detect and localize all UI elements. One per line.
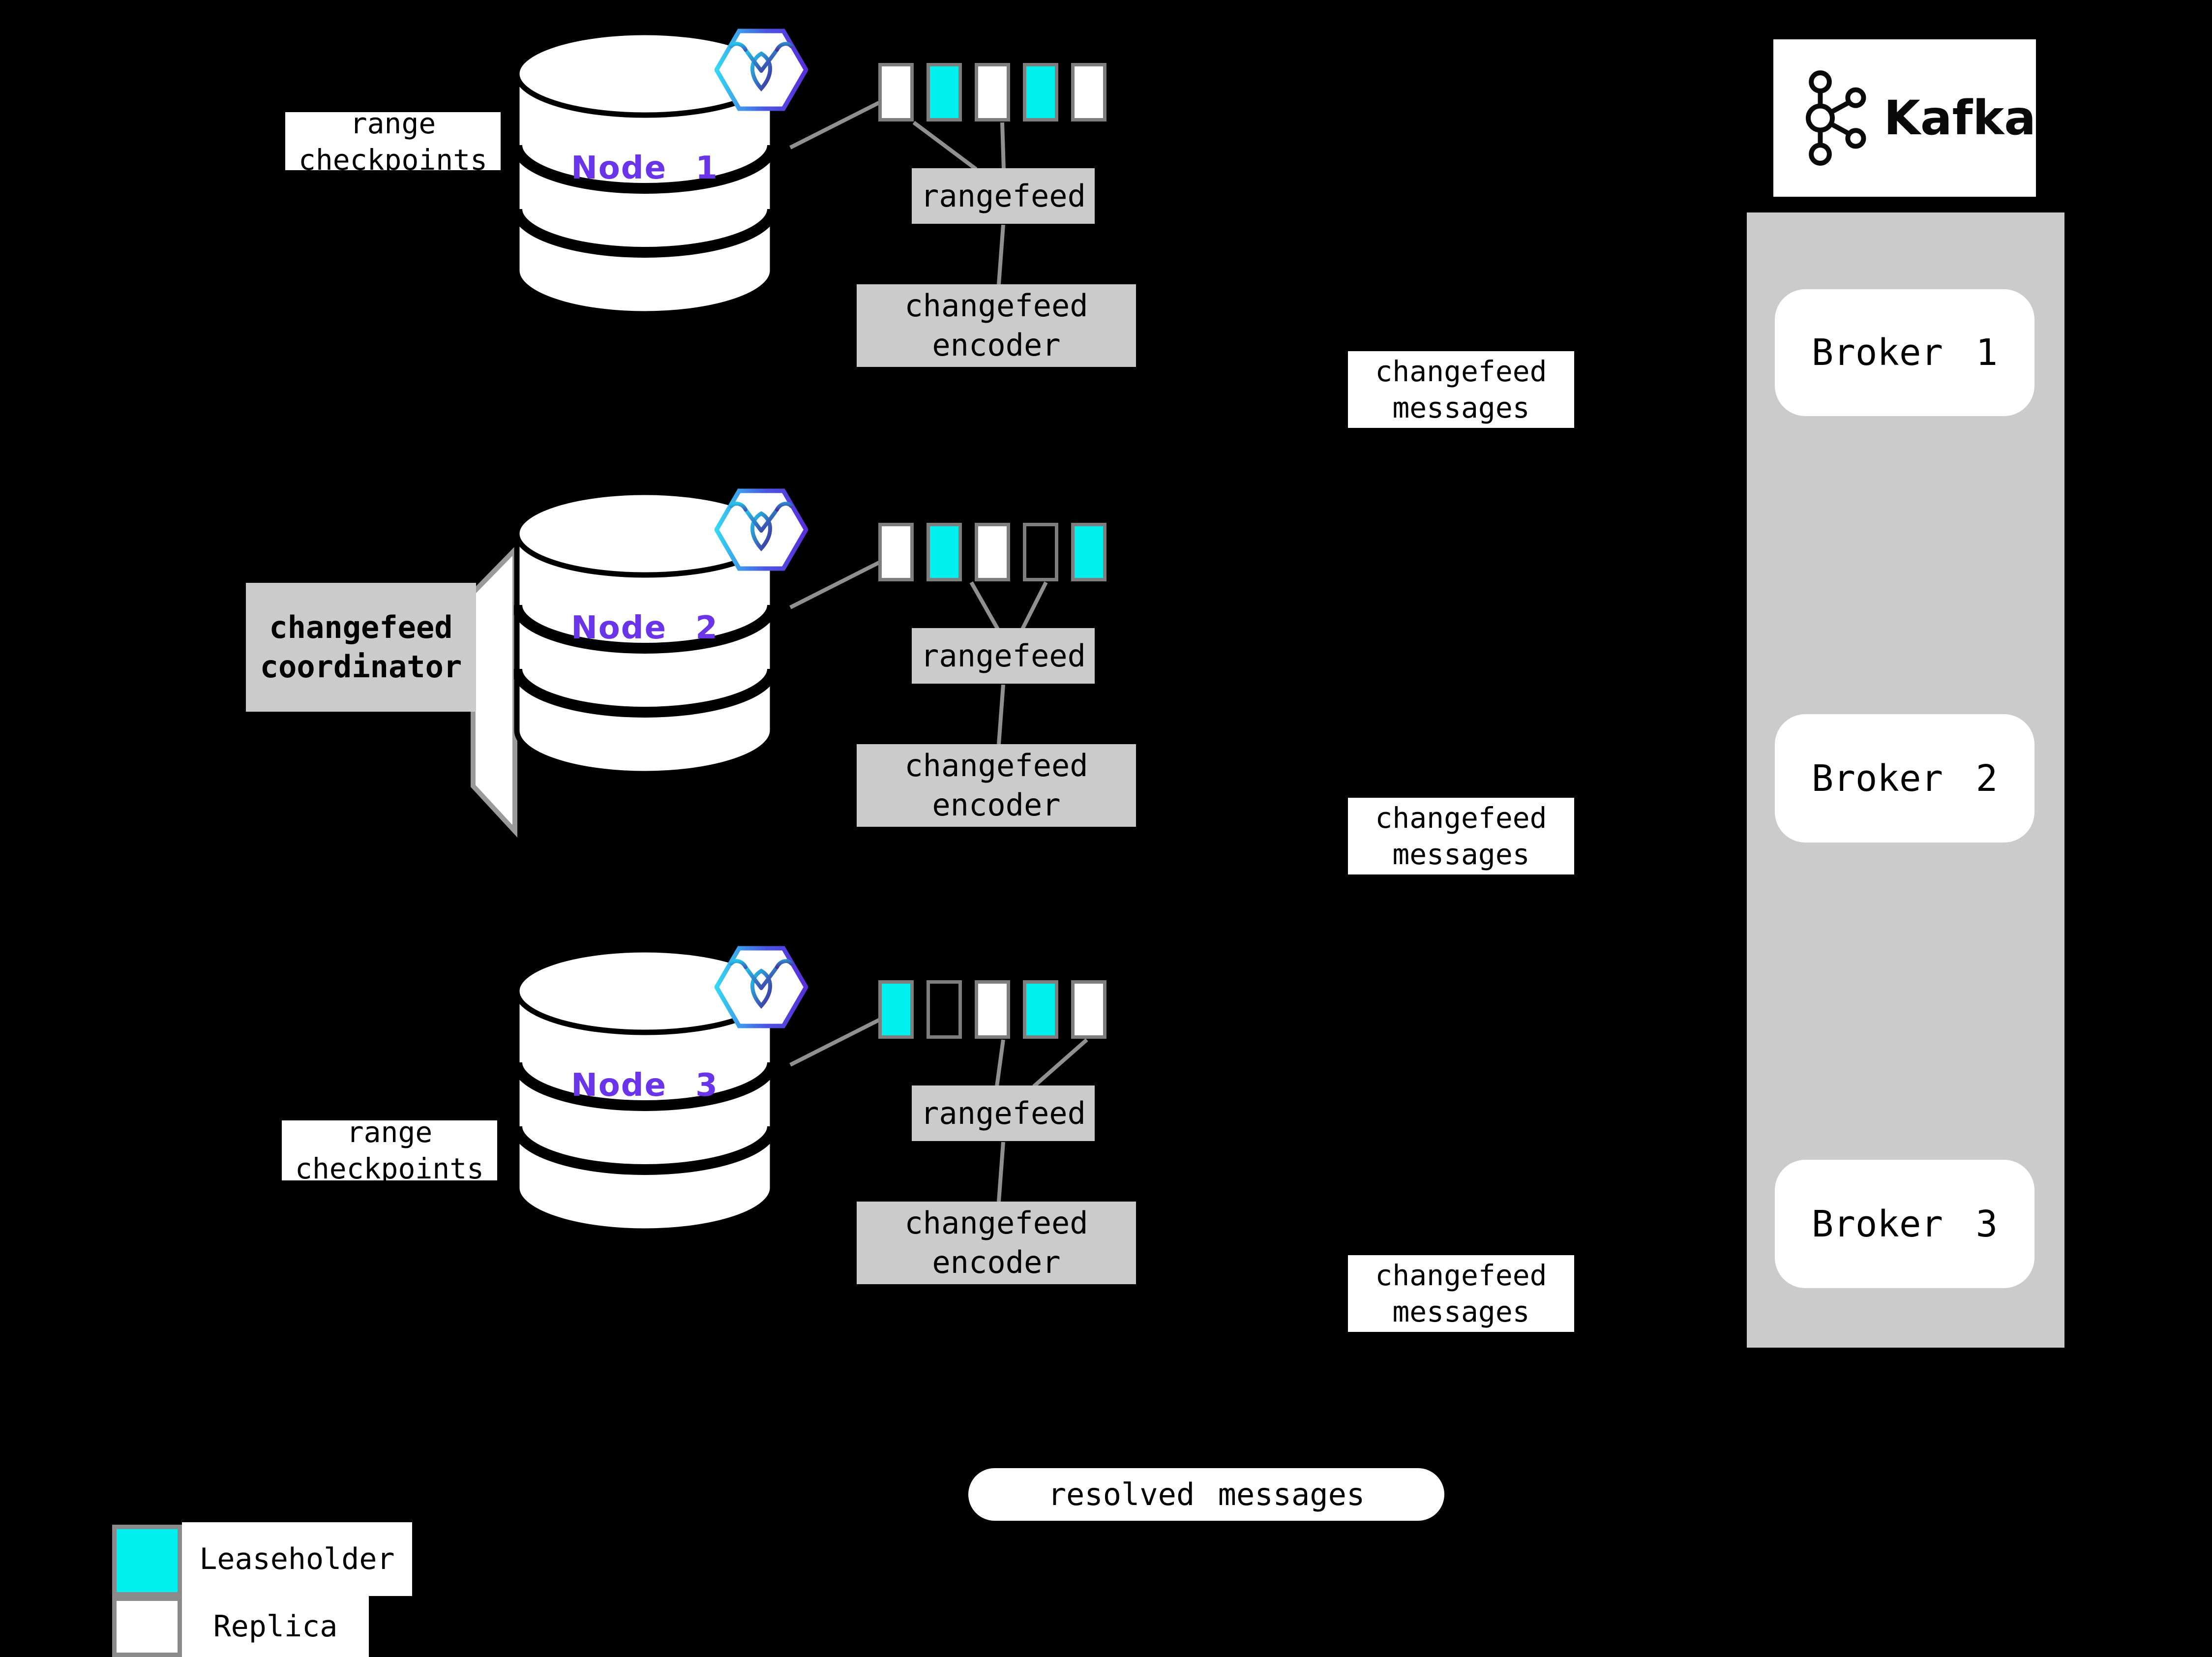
node3-rangefeed-box: rangefeed — [912, 1085, 1095, 1141]
rangefeed-label: rangefeed — [921, 1095, 1086, 1131]
range-box-replica — [975, 63, 1010, 121]
range-box-replica — [878, 63, 914, 121]
messages-line2: messages — [1392, 391, 1530, 424]
gray-connector-lines — [789, 100, 1088, 1202]
range-checkpoints-line1: range — [350, 112, 436, 140]
changefeed-coordinator-label: changefeed coordinator — [246, 583, 476, 712]
broker-3-label: Broker 3 — [1811, 1203, 1998, 1245]
replica-text: Replica — [213, 1609, 338, 1644]
node1-database-cylinder — [514, 30, 776, 317]
node1-changefeed-encoder-box: changefeed encoder — [857, 284, 1136, 367]
coordinator-flag-shape — [471, 543, 517, 838]
leaseholder-text: Leaseholder — [199, 1542, 395, 1576]
node3-label: Node 3 — [571, 1067, 718, 1104]
changefeed-messages-label-2: changefeed messages — [1348, 798, 1574, 874]
encoder-line1: changefeed — [904, 748, 1088, 783]
range-checkpoints-label-top: range checkpoints — [285, 112, 501, 170]
range-box-empty — [927, 980, 962, 1039]
node2-changefeed-encoder-box: changefeed encoder — [857, 744, 1136, 827]
resolved-messages-label: resolved messages — [1047, 1476, 1365, 1512]
legend-leaseholder-swatch — [112, 1525, 182, 1597]
broker-2-box: Broker 2 — [1775, 714, 2034, 843]
messages-line1: changefeed — [1375, 355, 1547, 388]
kafka-logo-box: Kafka — [1773, 39, 2036, 197]
node1-label: Node 1 — [571, 150, 718, 186]
legend-leaseholder-label: Leaseholder — [182, 1522, 412, 1596]
coordinator-line1: changefeed — [269, 609, 453, 645]
range-checkpoints-label-bottom: range checkpoints — [282, 1120, 497, 1180]
messages-line2: messages — [1392, 1295, 1530, 1328]
cockroachdb-hexagon-icon — [715, 946, 808, 1028]
cockroachdb-hexagon-icon — [715, 488, 808, 571]
resolved-messages-pill: resolved messages — [968, 1468, 1444, 1521]
rangefeed-label: rangefeed — [921, 638, 1086, 674]
changefeed-messages-label-1: changefeed messages — [1348, 351, 1574, 428]
range-box-replica — [878, 523, 914, 581]
range-checkpoints-line2: checkpoints — [295, 1152, 484, 1180]
cockroachdb-hexagon-icon — [715, 29, 808, 111]
node1-rangefeed-box: rangefeed — [912, 168, 1095, 224]
range-box-leaseholder — [1023, 980, 1058, 1039]
node3-range-row — [878, 980, 1106, 1039]
node1-range-row — [878, 63, 1106, 121]
node2-label: Node 2 — [571, 610, 718, 646]
changefeed-messages-label-3: changefeed messages — [1348, 1255, 1574, 1332]
range-checkpoints-line1: range — [346, 1120, 433, 1149]
kafka-icon — [1805, 70, 1866, 166]
encoder-line2: encoder — [932, 327, 1061, 363]
encoder-line2: encoder — [932, 1244, 1061, 1280]
encoder-line1: changefeed — [904, 288, 1088, 324]
broker-1-box: Broker 1 — [1775, 289, 2034, 416]
node3-changefeed-encoder-box: changefeed encoder — [857, 1202, 1136, 1284]
range-checkpoints-line2: checkpoints — [298, 143, 488, 170]
range-box-replica — [1071, 63, 1106, 121]
messages-line1: changefeed — [1375, 801, 1547, 835]
messages-line1: changefeed — [1375, 1259, 1547, 1292]
range-box-leaseholder — [1023, 63, 1058, 121]
range-box-replica — [975, 980, 1010, 1039]
legend-replica-label: Replica — [182, 1596, 369, 1657]
range-box-leaseholder — [927, 63, 962, 121]
node2-database-cylinder — [514, 489, 776, 777]
range-box-leaseholder — [927, 523, 962, 581]
range-box-replica — [1071, 980, 1106, 1039]
messages-line2: messages — [1392, 838, 1530, 871]
encoder-line1: changefeed — [904, 1205, 1088, 1241]
coordinator-line2: coordinator — [260, 649, 462, 685]
encoder-line2: encoder — [932, 787, 1061, 823]
range-box-empty — [1023, 523, 1058, 581]
rangefeed-label: rangefeed — [921, 178, 1086, 214]
broker-2-label: Broker 2 — [1811, 757, 1998, 800]
node2-range-row — [878, 523, 1106, 581]
broker-3-box: Broker 3 — [1775, 1160, 2034, 1288]
legend-replica-swatch — [112, 1597, 182, 1657]
range-box-replica — [975, 523, 1010, 581]
broker-1-label: Broker 1 — [1811, 331, 1998, 374]
range-box-leaseholder — [878, 980, 914, 1039]
kafka-title: Kafka — [1883, 90, 2036, 146]
node2-rangefeed-box: rangefeed — [912, 628, 1095, 684]
range-box-leaseholder — [1071, 523, 1106, 581]
